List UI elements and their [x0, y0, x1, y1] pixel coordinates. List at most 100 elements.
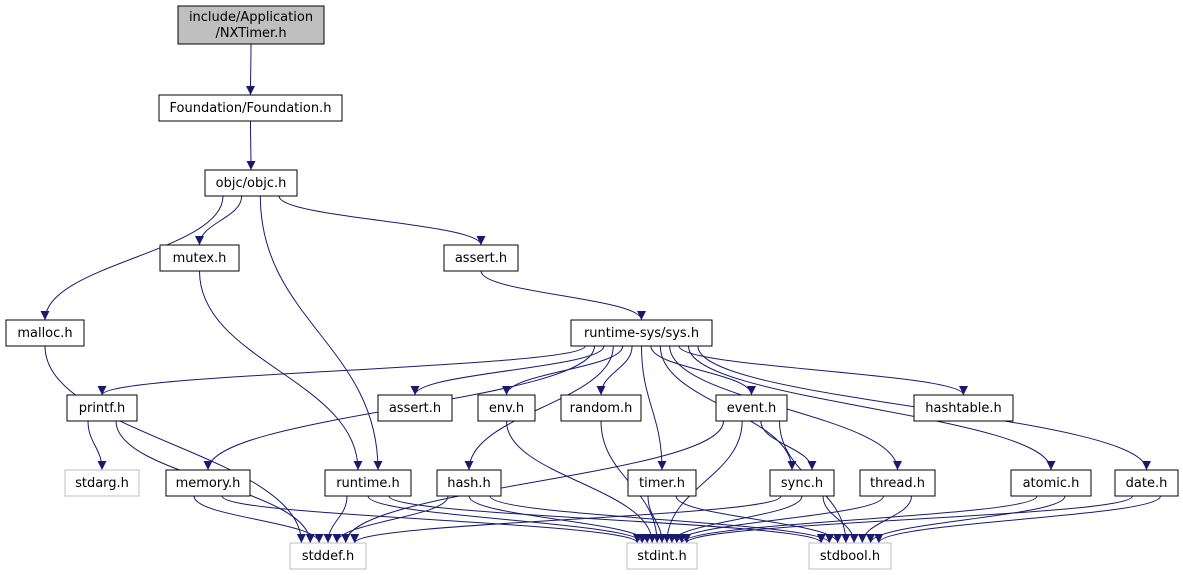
node-label: assert.h — [455, 251, 507, 266]
node-atomic-h[interactable]: atomic.h — [1010, 469, 1092, 497]
edge-sys-to-env — [502, 345, 624, 396]
edge-runtime-to-stdint — [367, 495, 647, 544]
node-box — [204, 169, 298, 197]
node-stddef-h[interactable]: stddef.h — [289, 542, 367, 570]
node-label: stdarg.h — [75, 476, 129, 491]
node-label: mutex.h — [173, 251, 227, 266]
edge-memory-to-stddef — [193, 495, 324, 544]
edge-date-to-stdint — [682, 495, 1133, 544]
node-label: sync.h — [781, 476, 823, 491]
edge-root-to-foundation — [246, 43, 256, 96]
edge-hash-to-stdint — [468, 495, 652, 544]
node-box — [859, 469, 936, 497]
node-label-line-2: /NXTimer.h — [215, 26, 286, 41]
node-label: hashtable.h — [925, 401, 1002, 416]
edge-printf-to-stdarg — [87, 420, 107, 471]
node-label: Foundation/Foundation.h — [170, 101, 332, 116]
node-box — [627, 469, 697, 497]
node-objc-h[interactable]: objc/objc.h — [204, 169, 298, 197]
node-label-line-1: include/Application — [189, 10, 313, 25]
node-malloc-h[interactable]: malloc.h — [5, 319, 85, 347]
node-memory-h[interactable]: memory.h — [165, 469, 251, 497]
node-label: malloc.h — [17, 326, 72, 341]
edge-sync-to-stddef — [350, 495, 782, 544]
node-box — [1010, 469, 1092, 497]
node-runtime-h[interactable]: runtime.h — [324, 469, 412, 497]
node-sync-h[interactable]: sync.h — [769, 469, 835, 497]
node-box — [324, 469, 412, 497]
edge-event-to-sync — [760, 420, 817, 471]
edge-sys-to-printf — [97, 345, 586, 396]
nodes-layer: include/Application /NXTimer.h Foundatio… — [5, 5, 1179, 570]
node-label: assert.h — [389, 401, 441, 416]
node-box — [808, 542, 892, 570]
edge-sys-to-event — [650, 345, 756, 396]
node-label: objc/objc.h — [216, 176, 287, 191]
node-box — [159, 244, 240, 272]
edge-atomic-to-stdbool — [866, 495, 1066, 544]
node-label: random.h — [570, 401, 633, 416]
node-label: atomic.h — [1023, 476, 1080, 491]
edge-sys-to-atomic — [688, 345, 1056, 471]
edge-hash-to-stddef — [332, 495, 449, 544]
edge-thread-to-stdbool — [857, 495, 912, 544]
node-box — [66, 394, 138, 422]
node-box — [570, 319, 713, 347]
node-env-h[interactable]: env.h — [477, 394, 536, 422]
node-date-h[interactable]: date.h — [1114, 469, 1179, 497]
edge-foundation-to-objc — [246, 120, 256, 171]
node-label: memory.h — [176, 476, 241, 491]
node-box — [769, 469, 835, 497]
node-box — [158, 94, 343, 122]
node-stdarg-h[interactable]: stdarg.h — [64, 469, 140, 497]
node-root-nxtimer-h[interactable]: include/Application /NXTimer.h — [177, 5, 325, 45]
edge-hash-to-stdbool — [489, 495, 834, 544]
edge-timer-to-stdint — [647, 495, 667, 544]
node-label: env.h — [489, 401, 524, 416]
node-box — [715, 394, 788, 422]
node-timer-h[interactable]: timer.h — [627, 469, 697, 497]
node-box — [1114, 469, 1179, 497]
node-thread-h[interactable]: thread.h — [859, 469, 936, 497]
edge-memory-to-stdint — [221, 495, 642, 544]
edge-date-to-stdbool — [874, 495, 1161, 544]
node-random-h[interactable]: random.h — [560, 394, 642, 422]
node-box — [5, 319, 85, 347]
node-hashtable-h[interactable]: hashtable.h — [913, 394, 1014, 422]
edge-event-to-stdint — [662, 420, 743, 544]
edge-sync-to-stdbool — [822, 495, 859, 544]
node-label: event.h — [727, 401, 776, 416]
node-label: printf.h — [79, 401, 126, 416]
edge-sys-to-hash — [464, 345, 614, 471]
node-printf-h[interactable]: printf.h — [66, 394, 138, 422]
edge-atomic-to-stdint — [677, 495, 1038, 544]
node-label: stdint.h — [637, 549, 686, 564]
node-box — [560, 394, 642, 422]
node-runtime-sys-sys-h[interactable]: runtime-sys/sys.h — [570, 319, 713, 347]
node-box — [477, 394, 536, 422]
edge-malloc-to-stddef — [44, 345, 306, 544]
node-hash-h[interactable]: hash.h — [436, 469, 502, 497]
node-box — [289, 542, 367, 570]
node-foundation-h[interactable]: Foundation/Foundation.h — [158, 94, 343, 122]
node-stdbool-h[interactable]: stdbool.h — [808, 542, 892, 570]
node-label: stddef.h — [302, 549, 354, 564]
edge-env-to-stdint — [506, 420, 657, 544]
node-box — [626, 542, 698, 570]
node-label: date.h — [1126, 476, 1168, 491]
edge-objc-to-mutex — [195, 195, 243, 246]
node-box — [165, 469, 251, 497]
node-event-h[interactable]: event.h — [715, 394, 788, 422]
edge-runtime-to-stdbool — [388, 495, 826, 544]
node-assert-h-top[interactable]: assert.h — [443, 244, 519, 272]
node-mutex-h[interactable]: mutex.h — [159, 244, 240, 272]
edge-objc-to-assert_top — [278, 195, 486, 246]
node-assert-h[interactable]: assert.h — [377, 394, 453, 422]
node-label: runtime.h — [336, 476, 400, 491]
edge-assert_top-to-sys — [480, 270, 646, 321]
node-stdint-h[interactable]: stdint.h — [626, 542, 698, 570]
edge-sys-to-assert2 — [410, 345, 605, 396]
edge-runtime-to-stddef — [323, 495, 348, 544]
node-label: thread.h — [870, 476, 925, 491]
